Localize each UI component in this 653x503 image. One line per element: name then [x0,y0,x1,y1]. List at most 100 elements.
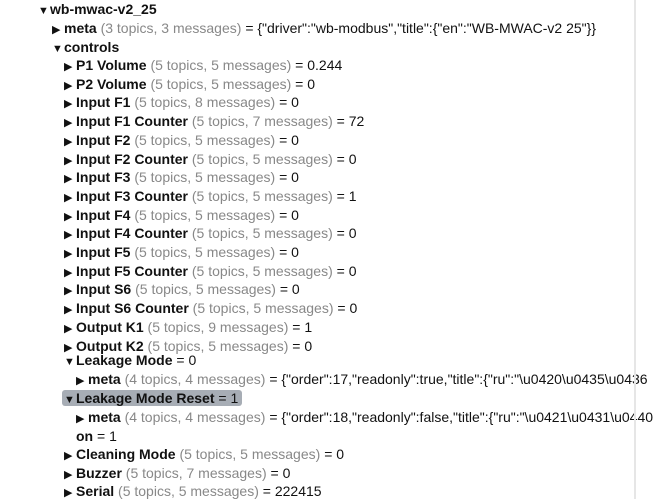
tree-node-root[interactable]: ▼wb-mwac-v2_25 [38,0,157,19]
tree-node-controls[interactable]: ▼controls [52,38,119,57]
tree-node-control[interactable]: ▶Buzzer (5 topics, 7 messages) = 0 [64,464,290,483]
node-value: = 0 [295,75,316,92]
collapsed-arrow-icon[interactable]: ▶ [76,413,85,425]
tree-node-control[interactable]: ▶Output K1 (5 topics, 9 messages) = 1 [64,318,312,337]
node-value: = {"order":18,"readonly":false,"title":{… [269,409,653,425]
node-name: Cleaning Mode [76,446,176,462]
tree-node-control[interactable]: ▶Output K2 (5 topics, 5 messages) = 0 [64,337,312,356]
tree-node-control[interactable]: ▶Input F1 (5 topics, 8 messages) = 0 [64,93,299,112]
tree-node-control[interactable]: ▶Input F3 (5 topics, 5 messages) = 0 [64,168,299,187]
node-value: = 0 [336,150,357,167]
node-info: (5 topics, 8 messages) [134,94,276,111]
tree-node-control[interactable]: ▶Input S6 Counter (5 topics, 5 messages)… [64,299,357,318]
expanded-arrow-icon[interactable]: ▼ [64,356,75,368]
collapsed-arrow-icon[interactable]: ▶ [64,487,73,500]
node-value: = 1 [218,390,239,406]
panel-edge [634,0,636,499]
node-name: Input F4 Counter [76,225,188,242]
node-value: = 0 [279,244,299,260]
node-info: (5 topics, 5 messages) [191,187,333,204]
collapsed-arrow-icon[interactable]: ▶ [64,304,73,317]
node-name: Input F2 Counter [76,150,188,167]
node-name: Input S6 Counter [76,300,189,317]
node-info: (5 topics, 5 messages) [191,150,333,167]
tree-node-control[interactable]: ▶Input S6 (5 topics, 5 messages) = 0 [64,280,300,299]
collapsed-arrow-icon[interactable]: ▶ [64,154,73,167]
collapsed-arrow-icon[interactable]: ▶ [64,79,73,92]
tree-node-control[interactable]: ▶P1 Volume (5 topics, 5 messages) = 0.24… [64,56,342,75]
collapsed-arrow-icon[interactable]: ▶ [76,375,85,387]
collapsed-arrow-icon[interactable]: ▶ [64,266,73,279]
node-name: controls [64,39,120,55]
node-info: (5 topics, 9 messages) [147,318,289,335]
collapsed-arrow-icon[interactable]: ▶ [64,322,73,335]
collapsed-arrow-icon[interactable]: ▶ [64,61,73,73]
tree-node-control[interactable]: ▶Input F2 (5 topics, 5 messages) = 0 [64,131,299,150]
node-info: (5 topics, 5 messages) [192,300,334,317]
node-value: = 0 [292,337,313,354]
node-info: (5 topics, 5 messages) [150,75,292,92]
collapsed-arrow-icon[interactable]: ▶ [52,24,61,36]
node-name: Leakage Mode [76,352,173,368]
node-value: = 0 [279,206,299,223]
collapsed-arrow-icon[interactable]: ▶ [64,450,73,462]
node-name: meta [88,409,121,425]
collapsed-arrow-icon[interactable]: ▶ [64,98,73,111]
tree-node-leakage-mode-reset-meta[interactable]: ▶meta (4 topics, 4 messages) = {"order":… [76,408,653,427]
tree-node-control[interactable]: ▶Input F4 Counter (5 topics, 5 messages)… [64,224,356,243]
tree-node-leakage-mode-reset[interactable]: ▼Leakage Mode Reset = 1 [62,389,243,408]
tree-node-control[interactable]: ▶Input F1 Counter (5 topics, 7 messages)… [64,112,364,131]
collapsed-arrow-icon[interactable]: ▶ [64,285,73,298]
node-name: meta [64,20,97,36]
node-name: Leakage Mode Reset [76,390,215,406]
tree-node-control[interactable]: ▶Input F5 (5 topics, 5 messages) = 0 [64,243,299,262]
tree-node-control[interactable]: ▶Serial (5 topics, 5 messages) = 222415 [64,482,322,501]
node-name: meta [88,371,121,387]
node-name: Output K1 [76,318,144,335]
node-value: = 0 [279,281,300,298]
collapsed-arrow-icon[interactable]: ▶ [64,341,73,354]
node-name: Input F1 Counter [76,113,188,130]
node-value: = 0 [279,94,299,111]
collapsed-arrow-icon[interactable]: ▶ [64,210,73,223]
collapsed-arrow-icon[interactable]: ▶ [64,229,73,242]
expanded-arrow-icon[interactable]: ▼ [38,5,49,17]
tree-node-leakage-mode[interactable]: ▼Leakage Mode = 0 [64,351,196,370]
tree-node-control[interactable]: ▶Input F5 Counter (5 topics, 5 messages)… [64,262,356,281]
node-name: Buzzer [76,464,122,481]
node-name: Input F1 [76,94,131,111]
collapsed-arrow-icon[interactable]: ▶ [64,117,73,130]
tree-node-leakage-mode-meta[interactable]: ▶meta (4 topics, 4 messages) = {"order":… [76,370,648,389]
node-value: = {"driver":"wb-modbus","title":{"en":"W… [245,20,596,36]
collapsed-arrow-icon[interactable]: ▶ [64,191,73,204]
tree-node-control[interactable]: ▶Input F2 Counter (5 topics, 5 messages)… [64,150,356,169]
node-value: = 0 [270,464,291,481]
expanded-arrow-icon[interactable]: ▼ [52,43,63,55]
collapsed-arrow-icon[interactable]: ▶ [64,248,73,260]
node-info: (5 topics, 5 messages) [179,446,321,462]
tree-node-control[interactable]: ▶Cleaning Mode (5 topics, 5 messages) = … [64,445,344,464]
tree-node-control[interactable]: ▶P2 Volume (5 topics, 5 messages) = 0 [64,75,315,94]
collapsed-arrow-icon[interactable]: ▶ [64,173,73,186]
tree-node-control[interactable]: ▶Input F4 (5 topics, 5 messages) = 0 [64,206,299,225]
node-info: (5 topics, 7 messages) [191,113,333,130]
collapsed-arrow-icon[interactable]: ▶ [64,135,73,148]
node-value: = 0 [279,169,299,186]
node-info: (5 topics, 5 messages) [134,169,276,186]
node-name: Input F5 [76,244,131,260]
node-value: = 0 [324,446,345,462]
collapsed-arrow-icon[interactable]: ▶ [64,468,73,481]
expanded-arrow-icon[interactable]: ▼ [64,394,75,406]
node-info: (5 topics, 5 messages) [118,483,259,500]
node-info: (5 topics, 5 messages) [191,225,333,242]
node-name: Input F2 [76,131,131,148]
node-value: = 0.244 [295,57,343,73]
tree-node-control[interactable]: ▶Input F3 Counter (5 topics, 5 messages)… [64,187,356,206]
node-value: = 0 [337,300,358,317]
selected-node-highlight[interactable]: ▼Leakage Mode Reset = 1 [62,390,243,406]
node-info: (4 topics, 4 messages) [124,371,266,387]
node-value: = 1 [292,318,313,335]
node-name: wb-mwac-v2_25 [50,1,157,17]
tree-node-meta[interactable]: ▶meta (3 topics, 3 messages) = {"driver"… [52,19,596,38]
tree-node-on[interactable]: on = 1 [76,427,117,446]
